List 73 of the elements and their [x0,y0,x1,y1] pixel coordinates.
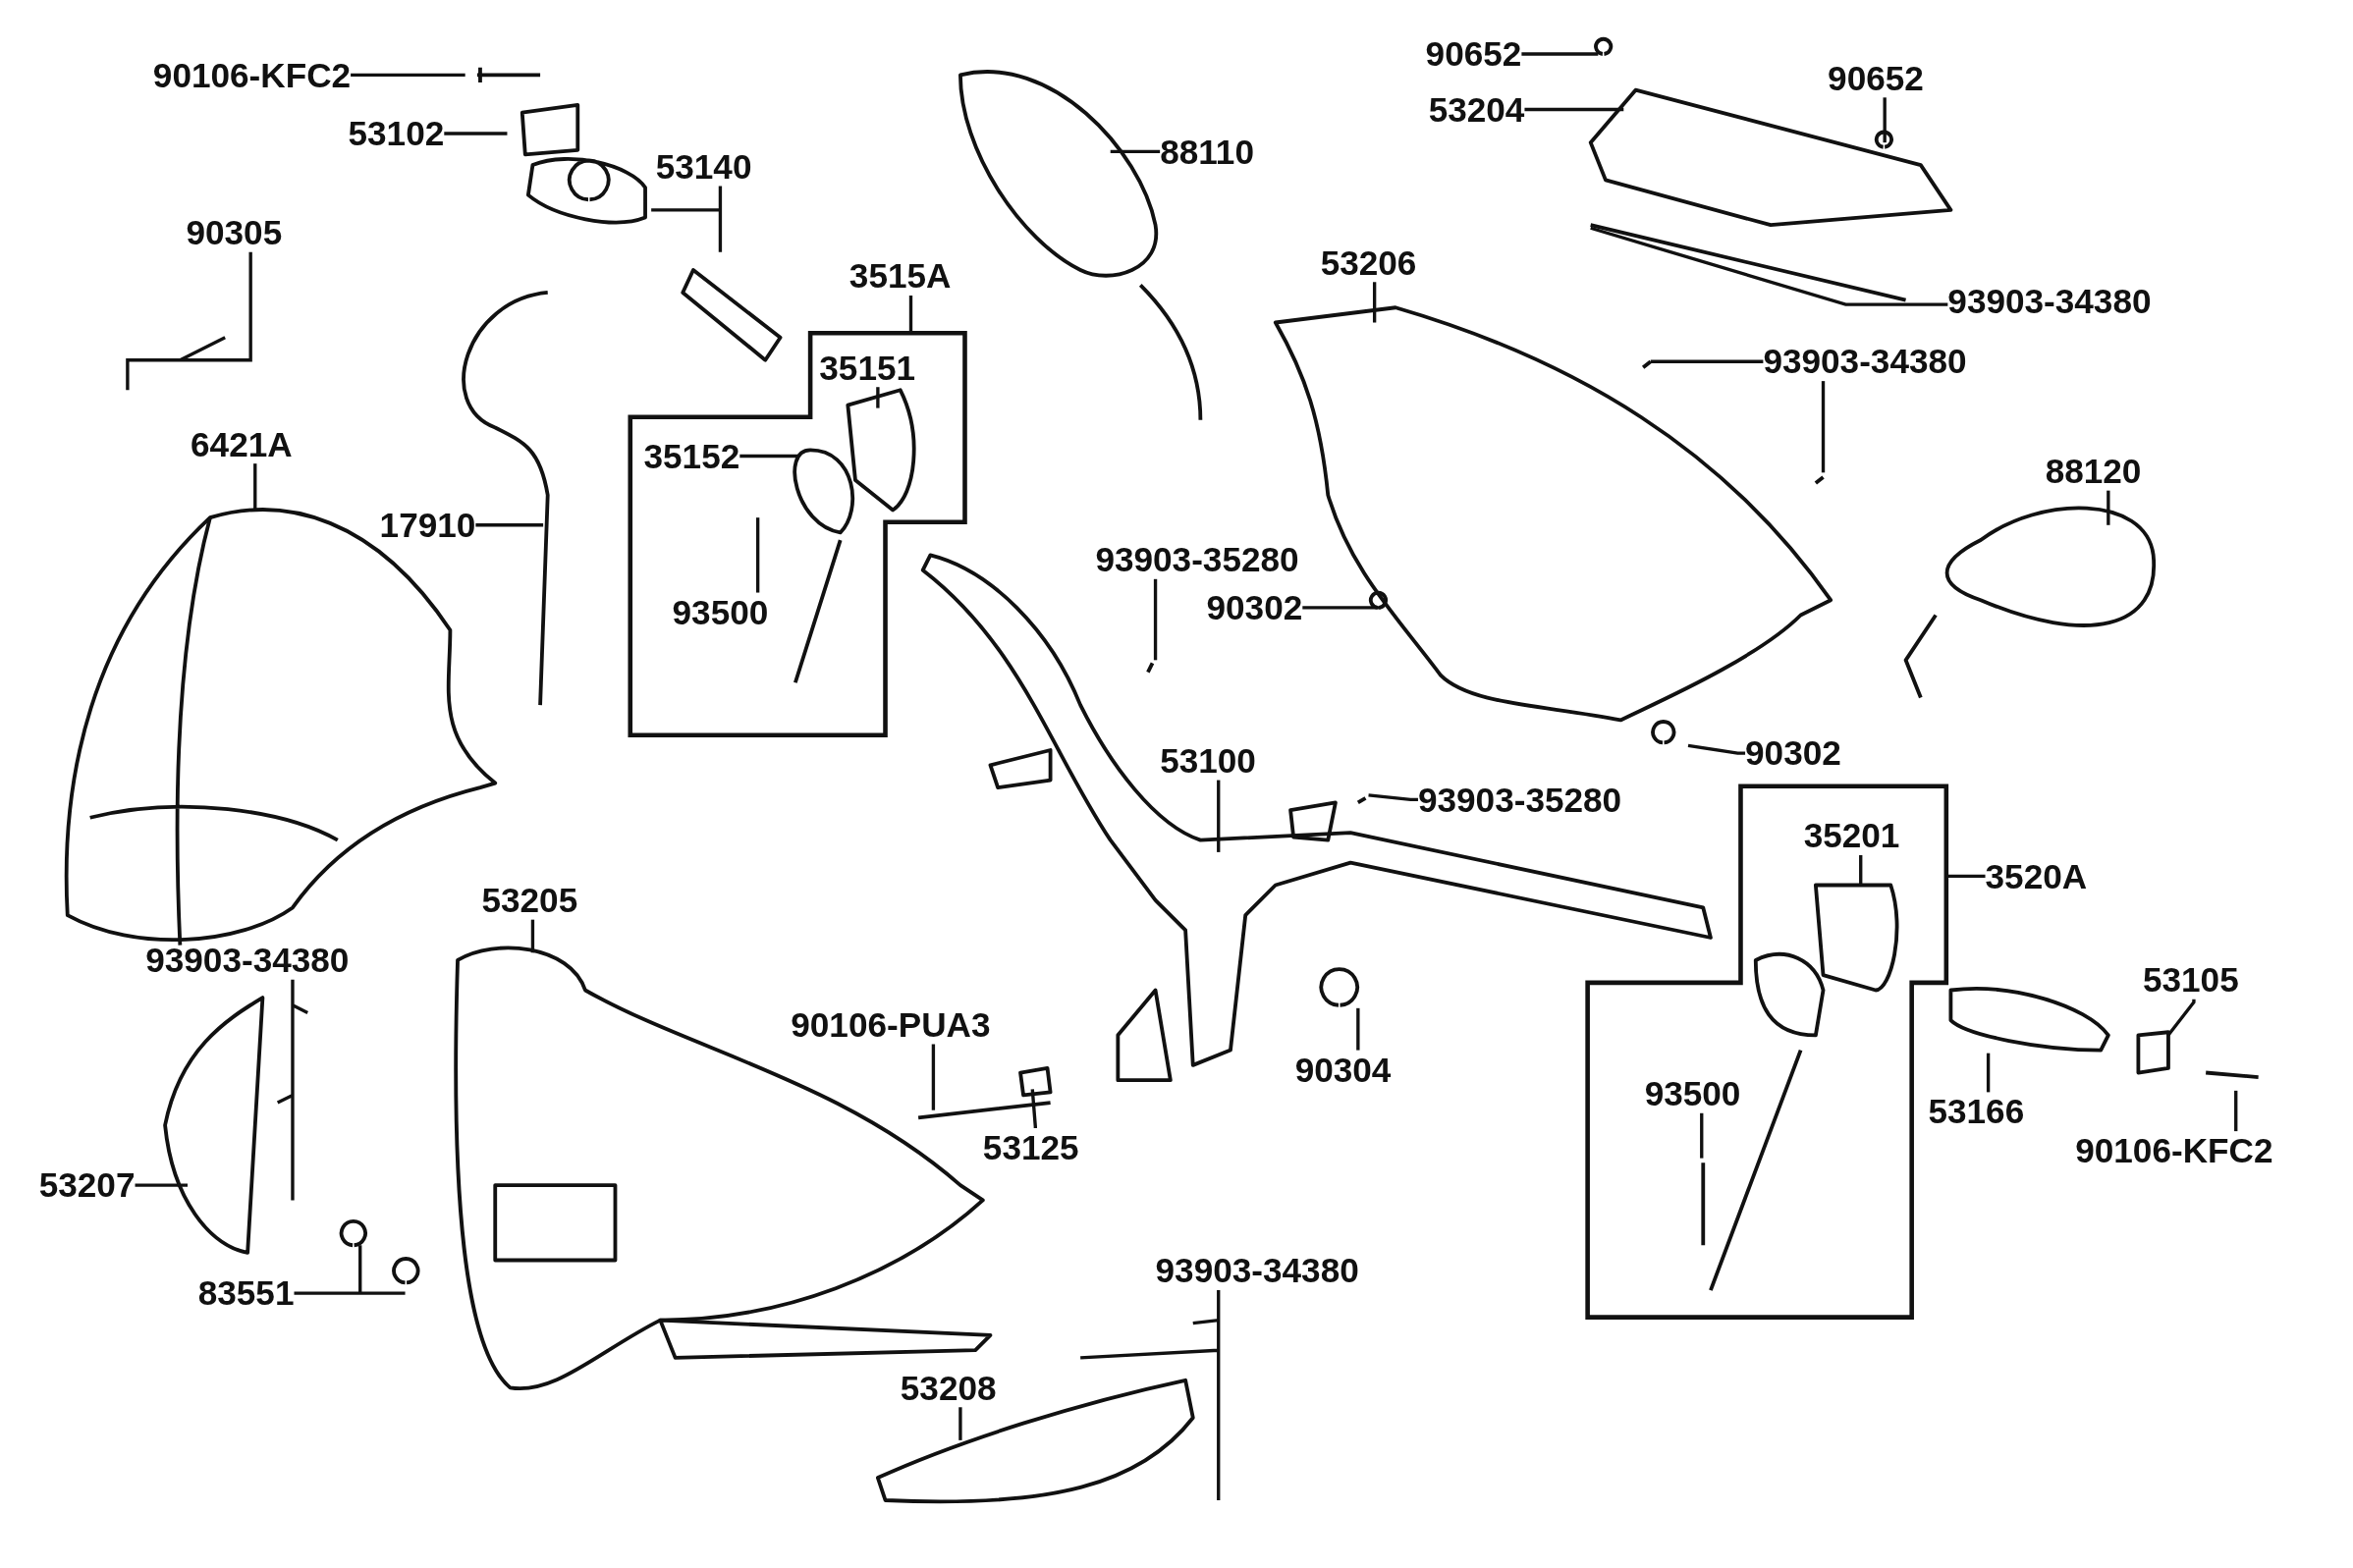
leader-line [1356,1007,1360,1053]
leader-line [1078,1288,1221,1502]
part-number: 6421A [191,424,293,464]
leader-line [1368,793,1418,802]
part-number: 90304 [1294,1050,1392,1090]
part-number: 90106-PUA3 [791,1004,991,1045]
part-number: 93500 [1644,1074,1741,1113]
leader-line [135,1183,188,1187]
part-number: 3520A [1985,856,2088,896]
part-number: 90302 [1206,588,1303,627]
leader-line [253,463,257,511]
leader-line [1217,778,1221,852]
part-number: 53208 [900,1368,997,1408]
part-number: 53102 [348,114,445,153]
part-number: 53166 [1928,1092,2025,1132]
part-number: 17910 [379,505,476,545]
leader-line [931,1044,936,1110]
part-number: 90652 [1828,58,1924,98]
leader-line [1821,381,1826,473]
leader-line [2234,1090,2238,1132]
leader-line [1883,97,1887,143]
part-number: 53140 [655,146,752,187]
leader-line [739,454,798,459]
leader-line [1700,1112,1704,1159]
part-number: 53204 [1428,89,1525,130]
part-number: 35201 [1803,816,1900,855]
part-number: 35152 [643,436,740,476]
leader-line [126,250,252,392]
part-number: 93903-34380 [145,941,350,980]
part-number: 93903-34380 [1947,282,2152,321]
leader-line [1986,1053,1991,1093]
part-number: 83551 [197,1273,295,1313]
leader-line [1372,282,1377,323]
part-number: 3515A [848,256,952,296]
part-number: 53125 [982,1128,1079,1167]
leader-line [292,1243,408,1295]
leader-line [1030,1089,1037,1129]
leader-line [1650,359,1764,363]
part-number: 93903-35280 [1417,780,1622,820]
leader-line [1521,52,1599,56]
leader-line [1302,606,1381,610]
part-number: 90106-KFC2 [2075,1131,2273,1170]
part-number: 93903-35280 [1095,540,1299,579]
part-number: 93500 [672,592,769,632]
part-number: 53207 [38,1165,136,1205]
part-number: 35151 [819,348,916,388]
leader-line [958,1407,962,1440]
part-number: 90106-KFC2 [152,55,352,95]
part-number: 90652 [1425,34,1522,74]
leader-line [276,978,309,1203]
part-number: 93903-34380 [1155,1251,1359,1291]
leader-line [1687,743,1746,755]
part-number: 90305 [186,213,283,252]
leader-line [351,73,465,78]
part-number: 53205 [481,880,578,920]
part-number: 93903-34380 [1763,342,1967,382]
part-number: 53206 [1320,243,1417,283]
leader-line [1524,107,1624,112]
leader-line [1859,854,1863,886]
leader-line [2107,490,2110,525]
leader-line [1153,578,1158,661]
part-number: 53105 [2143,959,2239,1000]
leader-line [475,523,544,527]
part-number: 90302 [1745,733,1841,773]
leader-line [755,517,760,595]
leader-line [649,184,723,254]
part-number: 53100 [1160,740,1256,781]
leader-line [1590,226,1948,306]
leader-line [876,387,880,408]
leader-line [1110,149,1161,153]
leader-line [444,132,508,135]
part-number: 88120 [2045,451,2142,491]
part-number: 88110 [1160,132,1254,172]
